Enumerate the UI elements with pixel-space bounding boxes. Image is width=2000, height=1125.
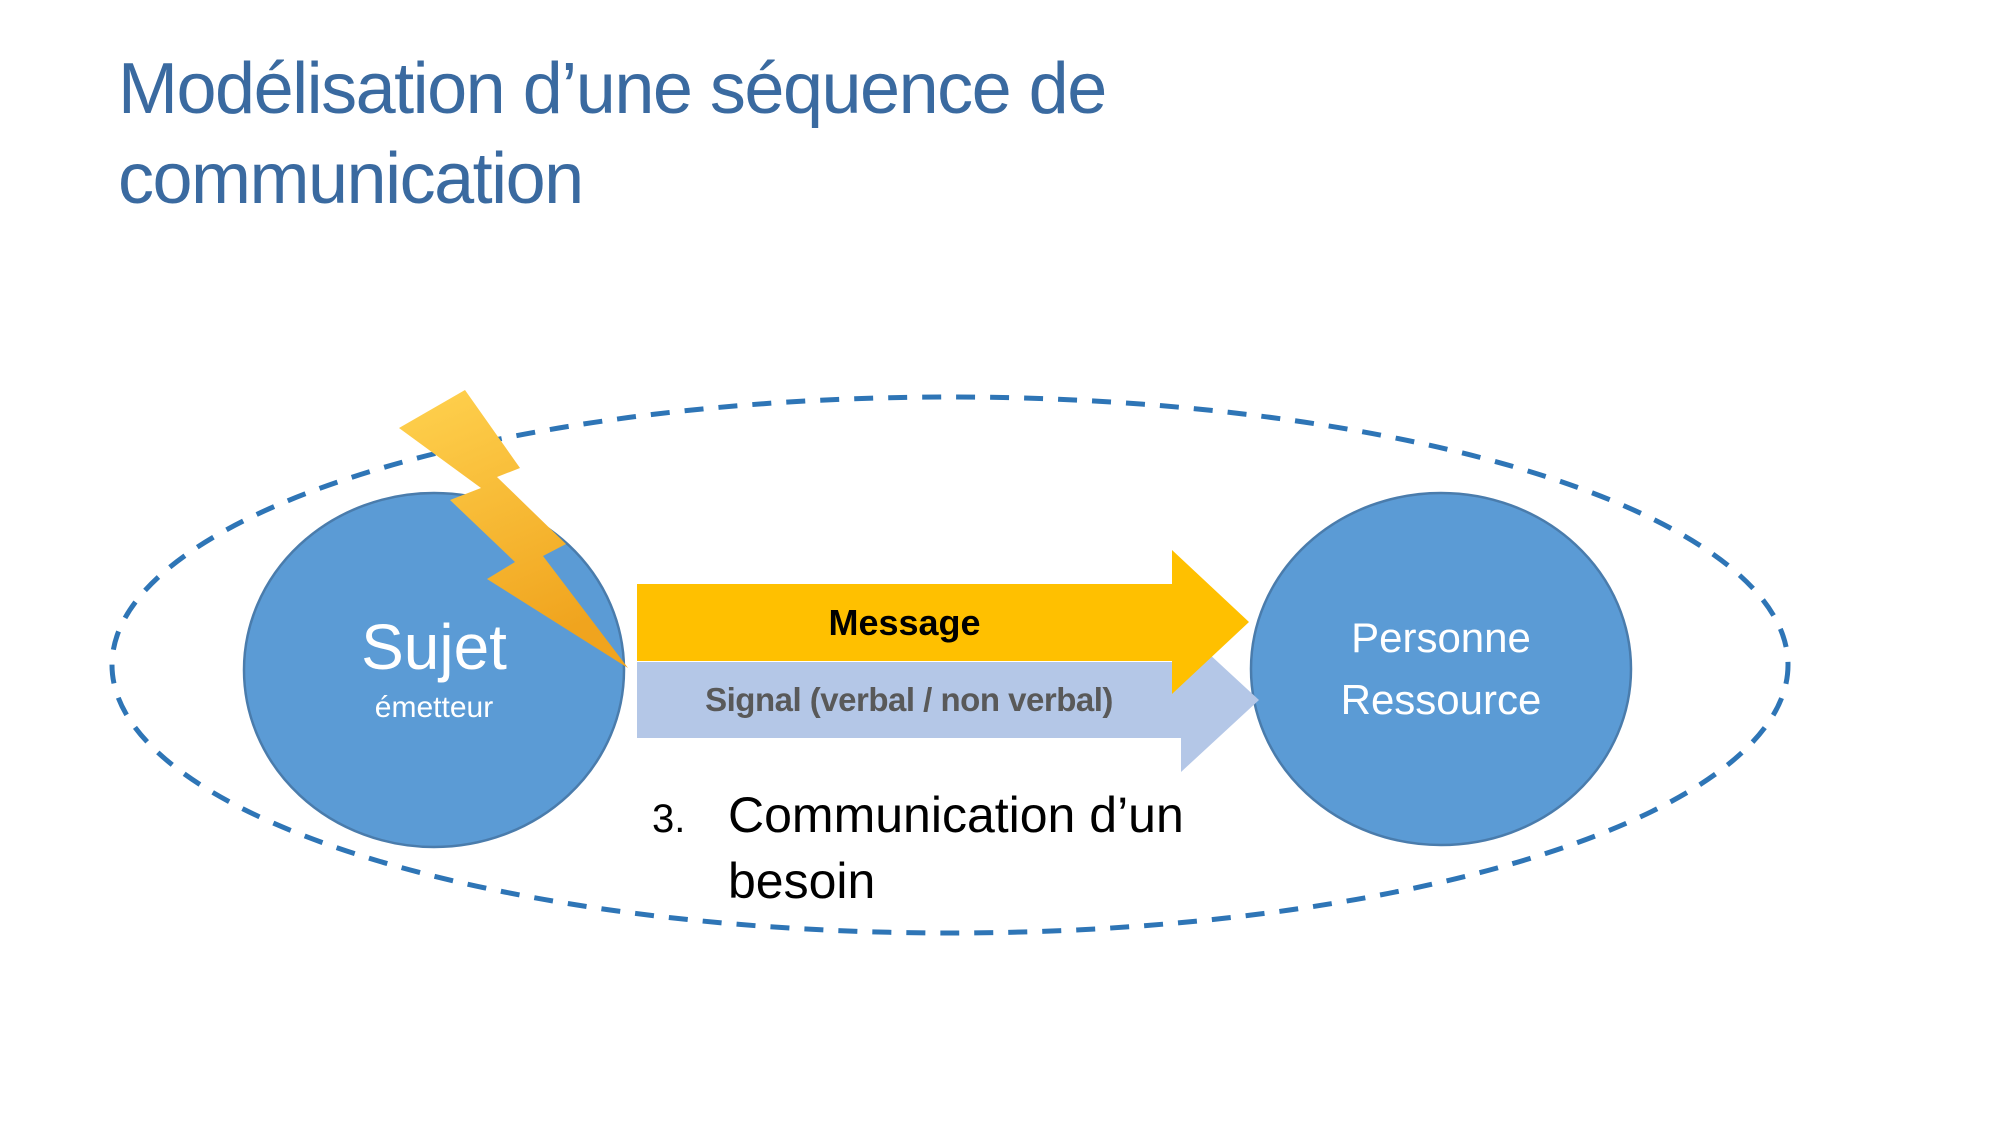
- message-arrow-shape: [637, 550, 1249, 694]
- sender-sublabel: émetteur: [374, 691, 494, 724]
- lightning-bolt-icon: [399, 390, 628, 668]
- receiver-label: Personne Ressource: [1340, 614, 1542, 723]
- sender-circle: Sujet émetteur: [244, 494, 624, 846]
- sender-label: Sujet: [361, 611, 507, 683]
- signal-arrow-label: Signal (verbal / non verbal): [705, 680, 1113, 718]
- slide-title-line-1: Modélisation d’une séquence de: [118, 49, 1107, 129]
- receiver-circle-shape: [1249, 491, 1633, 847]
- caption-text: Communication d’un besoin: [728, 787, 1184, 909]
- slide-title-line-2: communication: [118, 139, 584, 219]
- signal-arrow: Signal (verbal / non verbal): [637, 661, 1181, 738]
- signal-arrow-shape: [637, 628, 1259, 772]
- caption-list-item: 3. Communication d’un besoin: [652, 782, 1238, 914]
- message-arrow: Message: [637, 584, 1172, 662]
- system-boundary-dashed-ellipse: [109, 394, 1791, 936]
- caption-number: 3.: [652, 797, 686, 841]
- receiver-circle: Personne Ressource: [1251, 494, 1631, 844]
- slide-title: Modélisation d’une séquence de communica…: [118, 44, 1107, 224]
- message-arrow-label: Message: [828, 602, 981, 643]
